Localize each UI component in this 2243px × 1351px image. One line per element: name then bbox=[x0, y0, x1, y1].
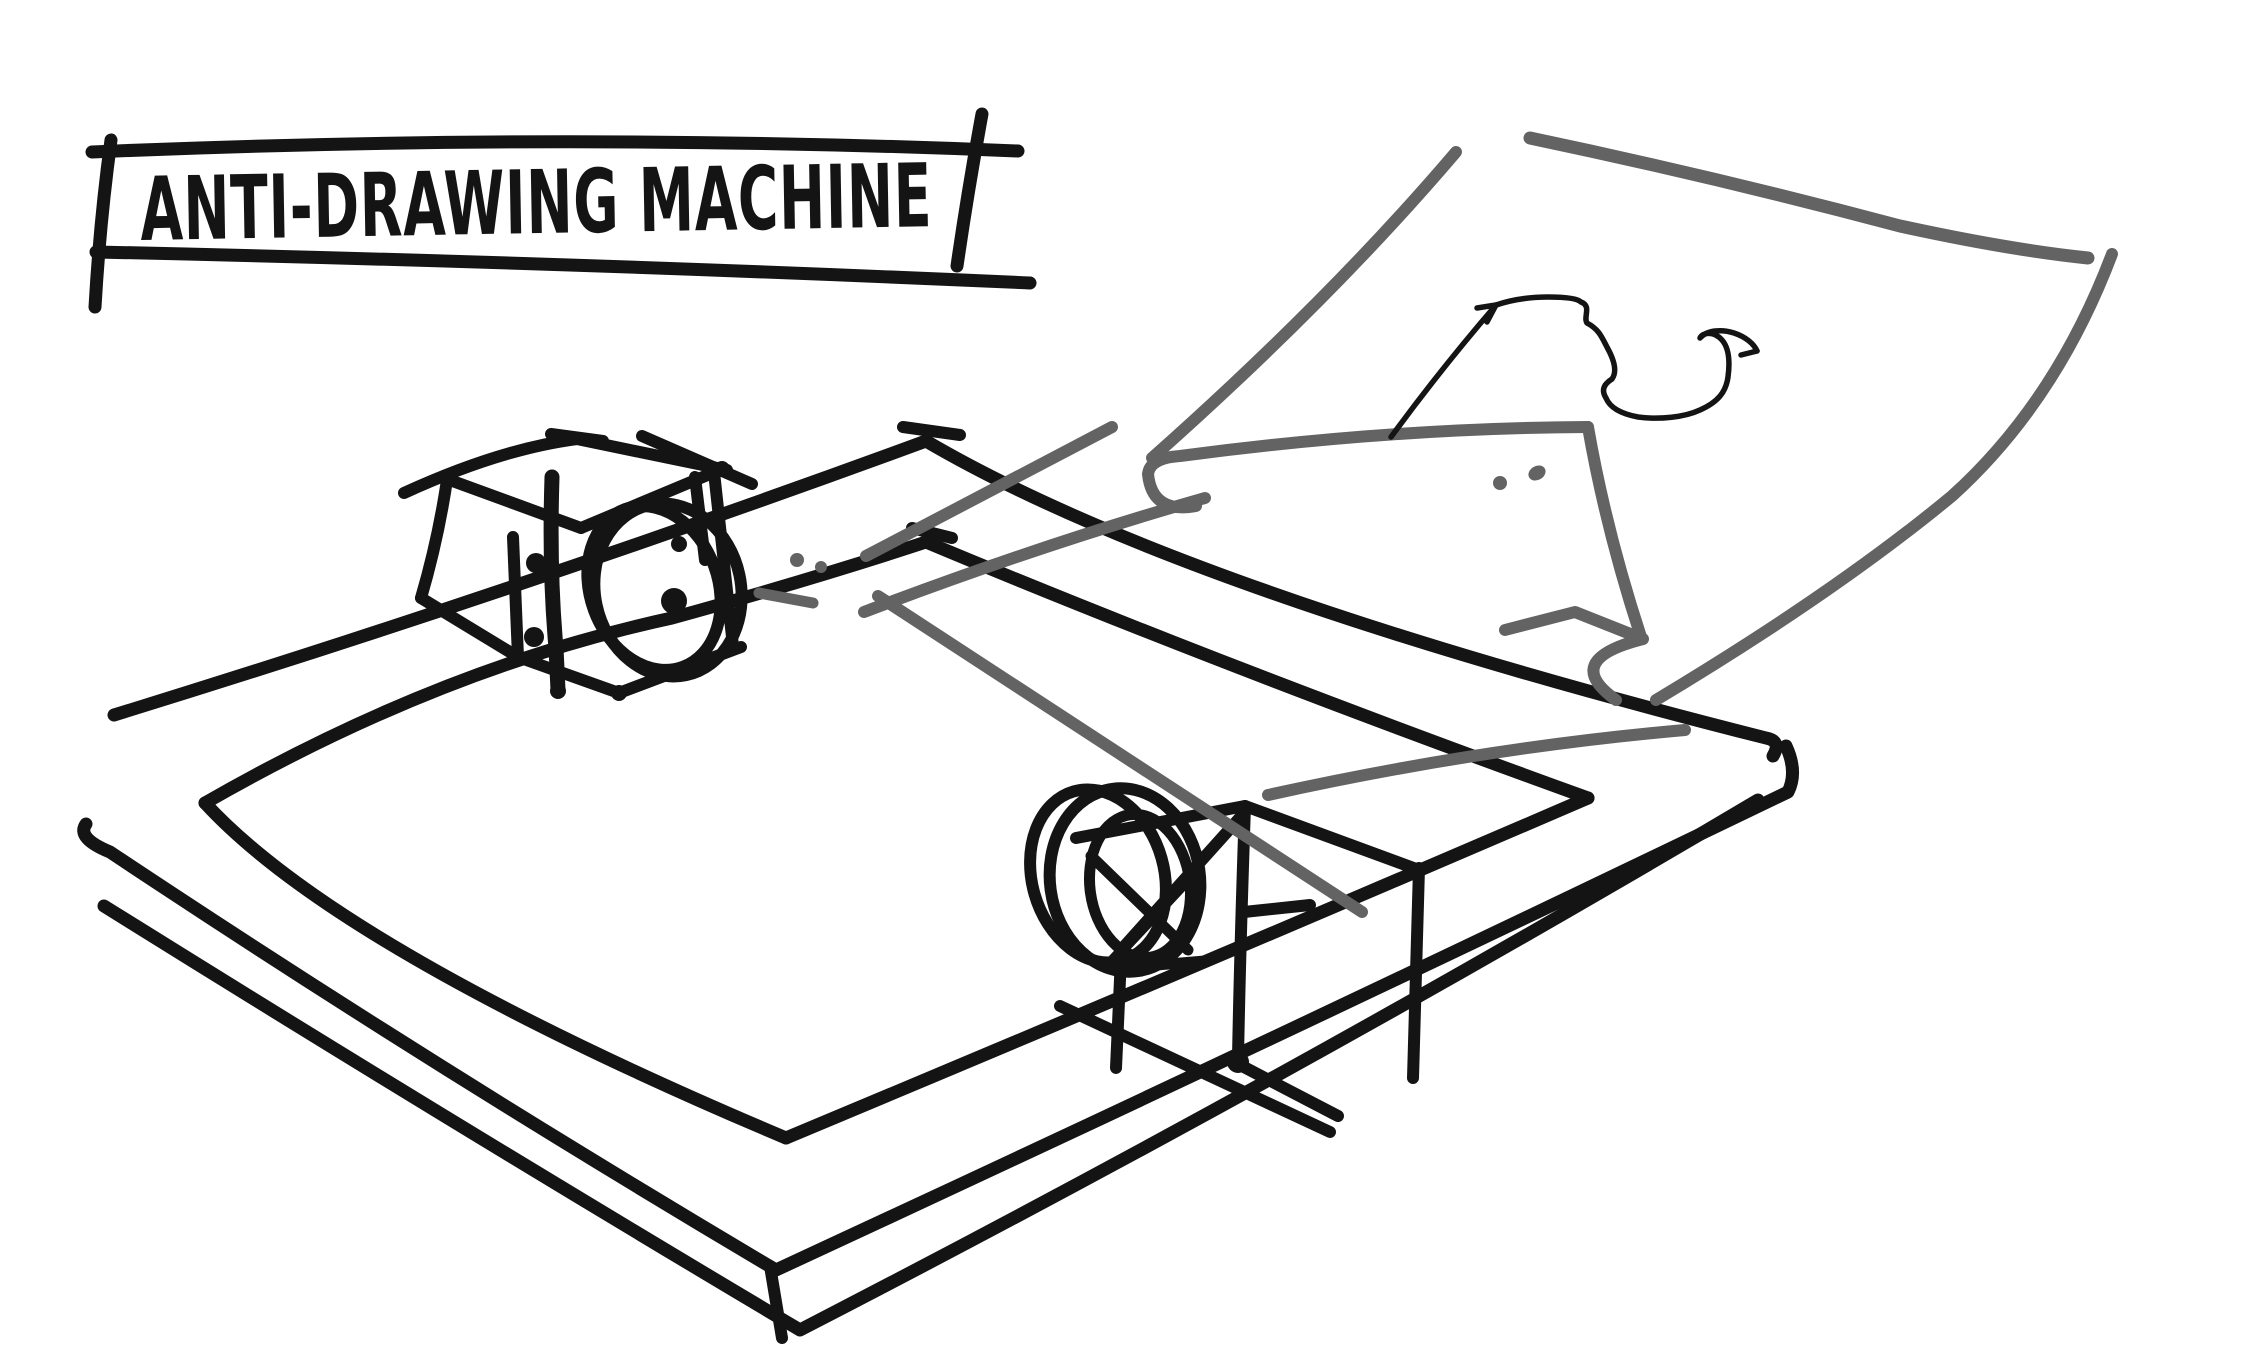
paper-roller bbox=[1024, 782, 1425, 1138]
roller-frame-nub bbox=[1238, 899, 1316, 918]
paper-top-edge bbox=[1523, 131, 2095, 265]
carriage-top-front-left-edge bbox=[441, 473, 587, 534]
roller-frame-foot-strut bbox=[1054, 1000, 1336, 1138]
paper-under-edge-left bbox=[872, 590, 1368, 918]
roller-frame-brace bbox=[1115, 806, 1251, 956]
carriage-top-back-right-double bbox=[636, 430, 758, 490]
title-box-top-line bbox=[85, 135, 1025, 159]
roller-frame-left-post bbox=[1110, 951, 1127, 1074]
roller-spoke-1 bbox=[1085, 850, 1194, 956]
bed-back-corner-tick bbox=[897, 421, 966, 441]
paper-fold-marks bbox=[753, 421, 1691, 918]
drawing-area-front-left-edge bbox=[198, 796, 793, 1145]
carriage-joint-blob-1 bbox=[439, 471, 455, 487]
bed-back-edge bbox=[107, 434, 1783, 763]
carriage-wheel bbox=[581, 497, 748, 683]
title-text-group: ANTI-DRAWING MACHINE bbox=[139, 144, 933, 261]
paper-right-edge bbox=[1650, 248, 2118, 706]
carriage-pen bbox=[543, 469, 566, 698]
bed-stray-dot-right bbox=[815, 561, 827, 573]
squiggle-stroke bbox=[1388, 294, 1760, 440]
roller-frame-center-post bbox=[1232, 800, 1251, 1064]
drawing-area-left-rail bbox=[198, 535, 933, 810]
roller-frame-right-post bbox=[1407, 862, 1425, 1084]
roller-frame-foot-blob bbox=[1227, 1051, 1249, 1073]
carriage-joint-blob-3 bbox=[611, 685, 627, 701]
paper-squiggle-drawing bbox=[1388, 294, 1760, 440]
carriage-wheel-hub bbox=[661, 588, 687, 614]
paper-dots bbox=[790, 465, 1546, 573]
paper-fold-right-side bbox=[1582, 421, 1647, 643]
carriage-mid-vertical bbox=[507, 531, 524, 663]
paper-edge-tick-upper bbox=[860, 421, 1118, 562]
paper-fold-line bbox=[1142, 421, 1594, 514]
squiggle-end-arrowhead bbox=[1738, 348, 1760, 358]
drawing-area-right-edge bbox=[919, 535, 1595, 805]
title-box-bottom-line bbox=[89, 245, 1037, 290]
machine-bed bbox=[77, 421, 1799, 1344]
paper-sheet bbox=[753, 131, 2118, 918]
paper-fold-zigzag bbox=[1499, 606, 1649, 706]
paper-left-edge bbox=[1146, 146, 1462, 464]
carriage-wheel-inner-rim bbox=[581, 500, 727, 676]
carriage-bottom-left-edge bbox=[415, 592, 524, 663]
carriage-wheel-dots bbox=[661, 536, 687, 614]
roller-frame-dots bbox=[1227, 1051, 1249, 1073]
carriage-top-back-left-edge bbox=[398, 433, 583, 499]
carriage-right-vertical bbox=[708, 466, 739, 652]
paper-under-edge-right bbox=[1262, 724, 1691, 801]
paper-edge-tick-lower bbox=[858, 492, 1211, 618]
squiggle-start-arrowhead bbox=[1474, 302, 1499, 325]
bed-slab-corner-connector bbox=[764, 1260, 788, 1344]
paper-stray-streak bbox=[753, 587, 819, 609]
title-box-left-edge bbox=[88, 133, 118, 314]
carriage-bottom-front-edge bbox=[512, 651, 625, 699]
paper-dot-left bbox=[1493, 476, 1507, 490]
pen-tip-blob bbox=[550, 683, 566, 699]
bed-slab-bottom-edge bbox=[97, 793, 1765, 1337]
carriage-joint-blob-2 bbox=[714, 461, 730, 477]
carriage-left-vertical bbox=[415, 474, 453, 604]
carriage-wheel-dot bbox=[671, 536, 687, 552]
carriage-dot-lower bbox=[524, 627, 544, 647]
carriage-dot-upper bbox=[526, 553, 546, 573]
title-box-right-edge bbox=[950, 107, 989, 273]
page-title: ANTI-DRAWING MACHINE bbox=[139, 144, 933, 261]
paper-dot-right bbox=[1528, 465, 1546, 481]
roller-spoke-3 bbox=[1115, 955, 1211, 974]
roller-frame-foot-strut-double bbox=[1236, 1060, 1344, 1122]
title-box bbox=[85, 107, 1037, 314]
bed-stray-dot-left bbox=[790, 553, 804, 567]
carriage-face-dots bbox=[439, 461, 730, 701]
